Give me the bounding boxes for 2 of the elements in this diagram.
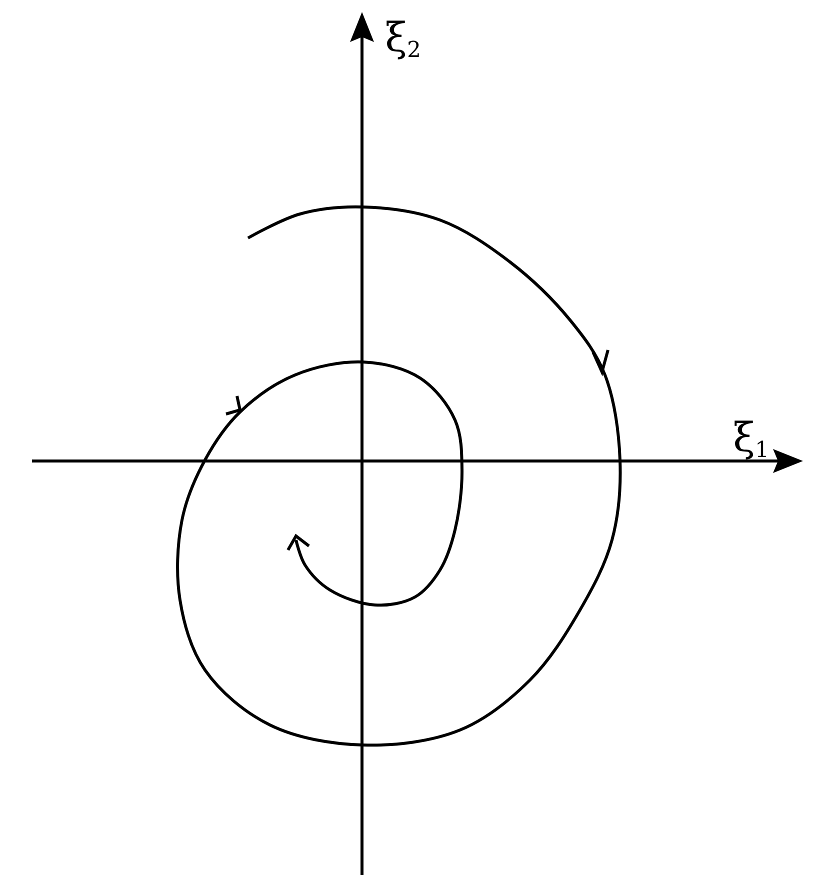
axis-label: ξ$_{2}$ [385,18,422,62]
axis-label: ξ$_{1}$ [733,418,770,462]
